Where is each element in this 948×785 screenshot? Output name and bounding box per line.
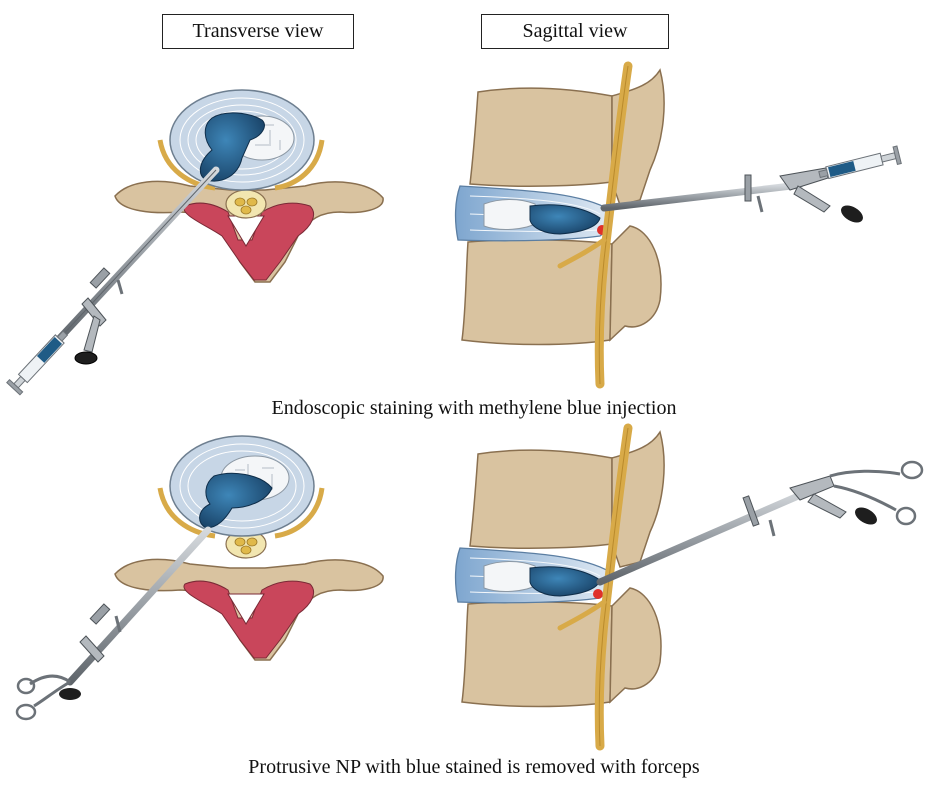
top-sagittal-spine xyxy=(456,66,665,384)
top-transverse-vertebra xyxy=(115,90,383,282)
top-caption: Endoscopic staining with methylene blue … xyxy=(0,397,948,420)
top-transverse-endoscope xyxy=(7,170,216,395)
bottom-transverse-forceps xyxy=(17,530,208,719)
bottom-caption: Protrusive NP with blue stained is remov… xyxy=(0,756,948,779)
bottom-sagittal-spine xyxy=(456,428,665,746)
bottom-transverse-vertebra xyxy=(115,436,383,660)
